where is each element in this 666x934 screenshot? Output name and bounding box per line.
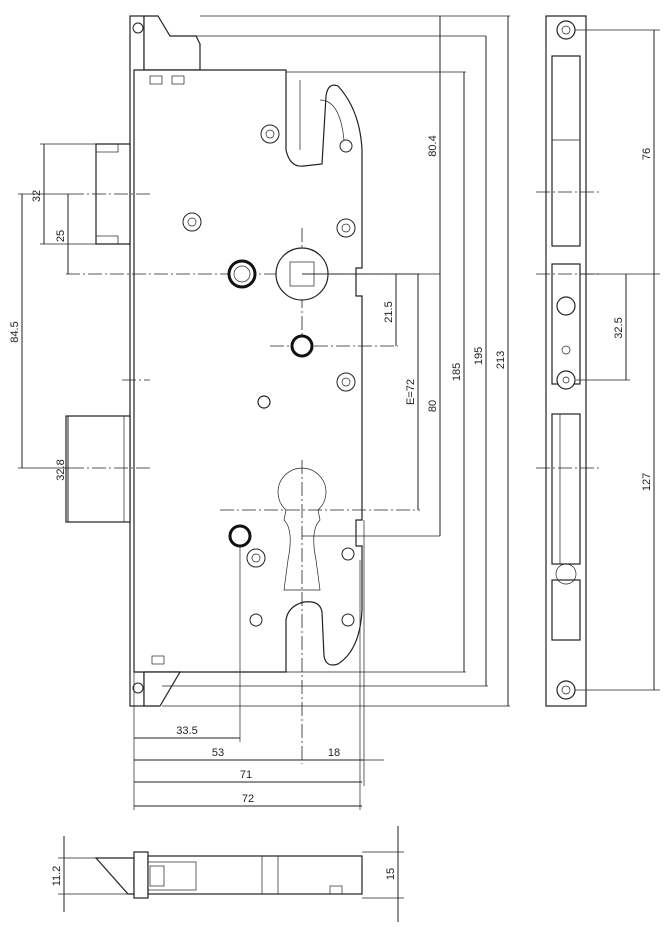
screw-4 (336, 372, 356, 392)
dim-84-5: 84.5 (9, 321, 21, 342)
deadbolt-face (551, 413, 581, 565)
screw-1 (260, 124, 280, 144)
top-view-forend (133, 851, 149, 899)
dim-53: 53 (212, 747, 224, 759)
dim-e72: E=72 (405, 379, 417, 405)
bottom-bracket-screw (132, 682, 144, 694)
dim-32-5: 32.5 (613, 317, 625, 338)
front-view: 80.4 80 E=72 21.5 185 195 213 32 25 84.5… (9, 15, 510, 810)
aux-hub-inner (233, 265, 251, 283)
dim-33-5: 33.5 (176, 725, 197, 737)
lower-latch-face (551, 579, 581, 641)
dim-21-5: 21.5 (383, 301, 395, 322)
latch-bolt-tip-bottom (95, 235, 119, 245)
dead-bolt (65, 415, 131, 523)
dim-127: 127 (641, 473, 653, 491)
rivet-2 (341, 547, 355, 561)
screw-2 (182, 212, 202, 232)
dim-32-8: 32.8 (55, 459, 67, 480)
dim-32: 32 (31, 190, 43, 202)
slot-3 (151, 655, 165, 665)
dim-72: 72 (242, 793, 254, 805)
dim-76: 76 (641, 148, 653, 160)
latch-bolt (95, 143, 131, 245)
slot-1 (149, 75, 163, 85)
dim-71: 71 (240, 769, 252, 781)
lock-case-outline (133, 69, 363, 673)
screw-3 (336, 218, 356, 238)
dim-80-4: 80.4 (427, 135, 439, 156)
latch-bolt-tip-top (95, 143, 119, 153)
follower-cutout (299, 80, 345, 150)
dim-11-2: 11.2 (51, 866, 63, 887)
auxiliary-hole (290, 334, 314, 358)
dim-185: 185 (451, 363, 463, 381)
small-hole (257, 395, 271, 409)
aux-screw (556, 370, 576, 390)
dim-18: 18 (328, 747, 340, 759)
rivet-1 (339, 139, 353, 153)
rivet-3 (249, 613, 263, 627)
side-view: 76 32.5 127 (536, 15, 660, 707)
forend-bottom-screw (556, 680, 576, 700)
cylinder-lower-hole (228, 524, 252, 548)
latch-face (551, 55, 581, 247)
top-bracket-screw (132, 22, 144, 34)
dim-195: 195 (473, 347, 485, 365)
screw-5 (246, 548, 266, 568)
follower-screw (556, 296, 576, 316)
dim-15: 15 (385, 868, 397, 880)
dim-80: 80 (427, 400, 439, 412)
top-bracket (143, 15, 201, 71)
top-view-latch (94, 857, 135, 895)
cylinder-cutout (277, 467, 327, 591)
top-view: 11.2 15 (51, 826, 404, 922)
bottom-bracket (143, 671, 182, 707)
dim-213: 213 (495, 351, 507, 369)
aux-hub-outer (227, 259, 257, 289)
rivet-4 (341, 613, 355, 627)
follower-face (551, 263, 581, 385)
top-view-head (147, 861, 197, 891)
forend-top-screw (556, 20, 576, 40)
slot-2 (171, 75, 185, 85)
dim-25: 25 (55, 230, 67, 242)
